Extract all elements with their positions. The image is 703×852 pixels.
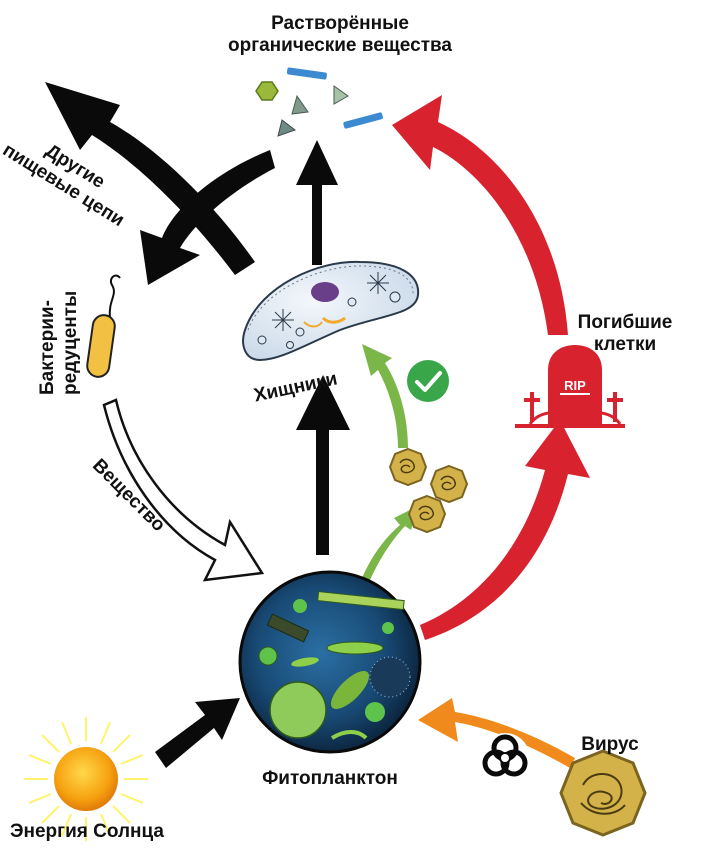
arrow-to-bacteria [140,150,275,285]
virus-label: Вирус [581,734,639,755]
dead-cells-line2: клетки [593,334,657,355]
bacteria-reducers-line2: редуценты [60,290,81,395]
virus-particles-icon [388,447,469,534]
arrow-sun-to-phyto [155,698,240,768]
bacteria-icon [86,274,121,378]
green-arrow-virus-to-predators [362,344,408,448]
green-arrow-phyto-to-virus [362,506,418,580]
dissolved-organic-label: Растворённые органические вещества [205,13,475,57]
phytoplankton-label: Фитопланктон [262,768,398,789]
rip-tombstone-icon [515,345,625,428]
arrow-phyto-to-predators [296,375,350,555]
arrow-virus-to-phyto [418,698,575,768]
virus-large-icon [559,749,647,837]
rip-text: RIP [564,378,586,393]
predator-paramecium-icon [242,260,420,362]
arrow-predators-to-organic [296,140,338,265]
arrow-dead-cells-to-organic [392,95,568,335]
biohazard-icon [480,733,530,783]
sun-icon [24,717,148,841]
bacteria-reducers-label: Бактерии- редуценты [36,245,82,395]
dead-cells-label: Погибшие клетки [560,312,690,356]
solar-energy-label: Энергия Солнца [10,821,165,842]
arrow-bacteria-to-phyto [102,398,265,582]
dissolved-organic-line1: Растворённые [271,13,409,34]
bacteria-reducers-line1: Бактерии- [37,300,58,395]
dissolved-organic-particles-icon [255,67,383,137]
checkmark-icon [407,360,449,402]
arrow-phyto-to-dead-cells [420,420,590,640]
dissolved-organic-line2: органические вещества [227,35,452,56]
arrow-to-other-food-chains [45,82,255,275]
phytoplankton-icon [238,570,422,754]
dead-cells-line1: Погибшие [577,312,673,333]
